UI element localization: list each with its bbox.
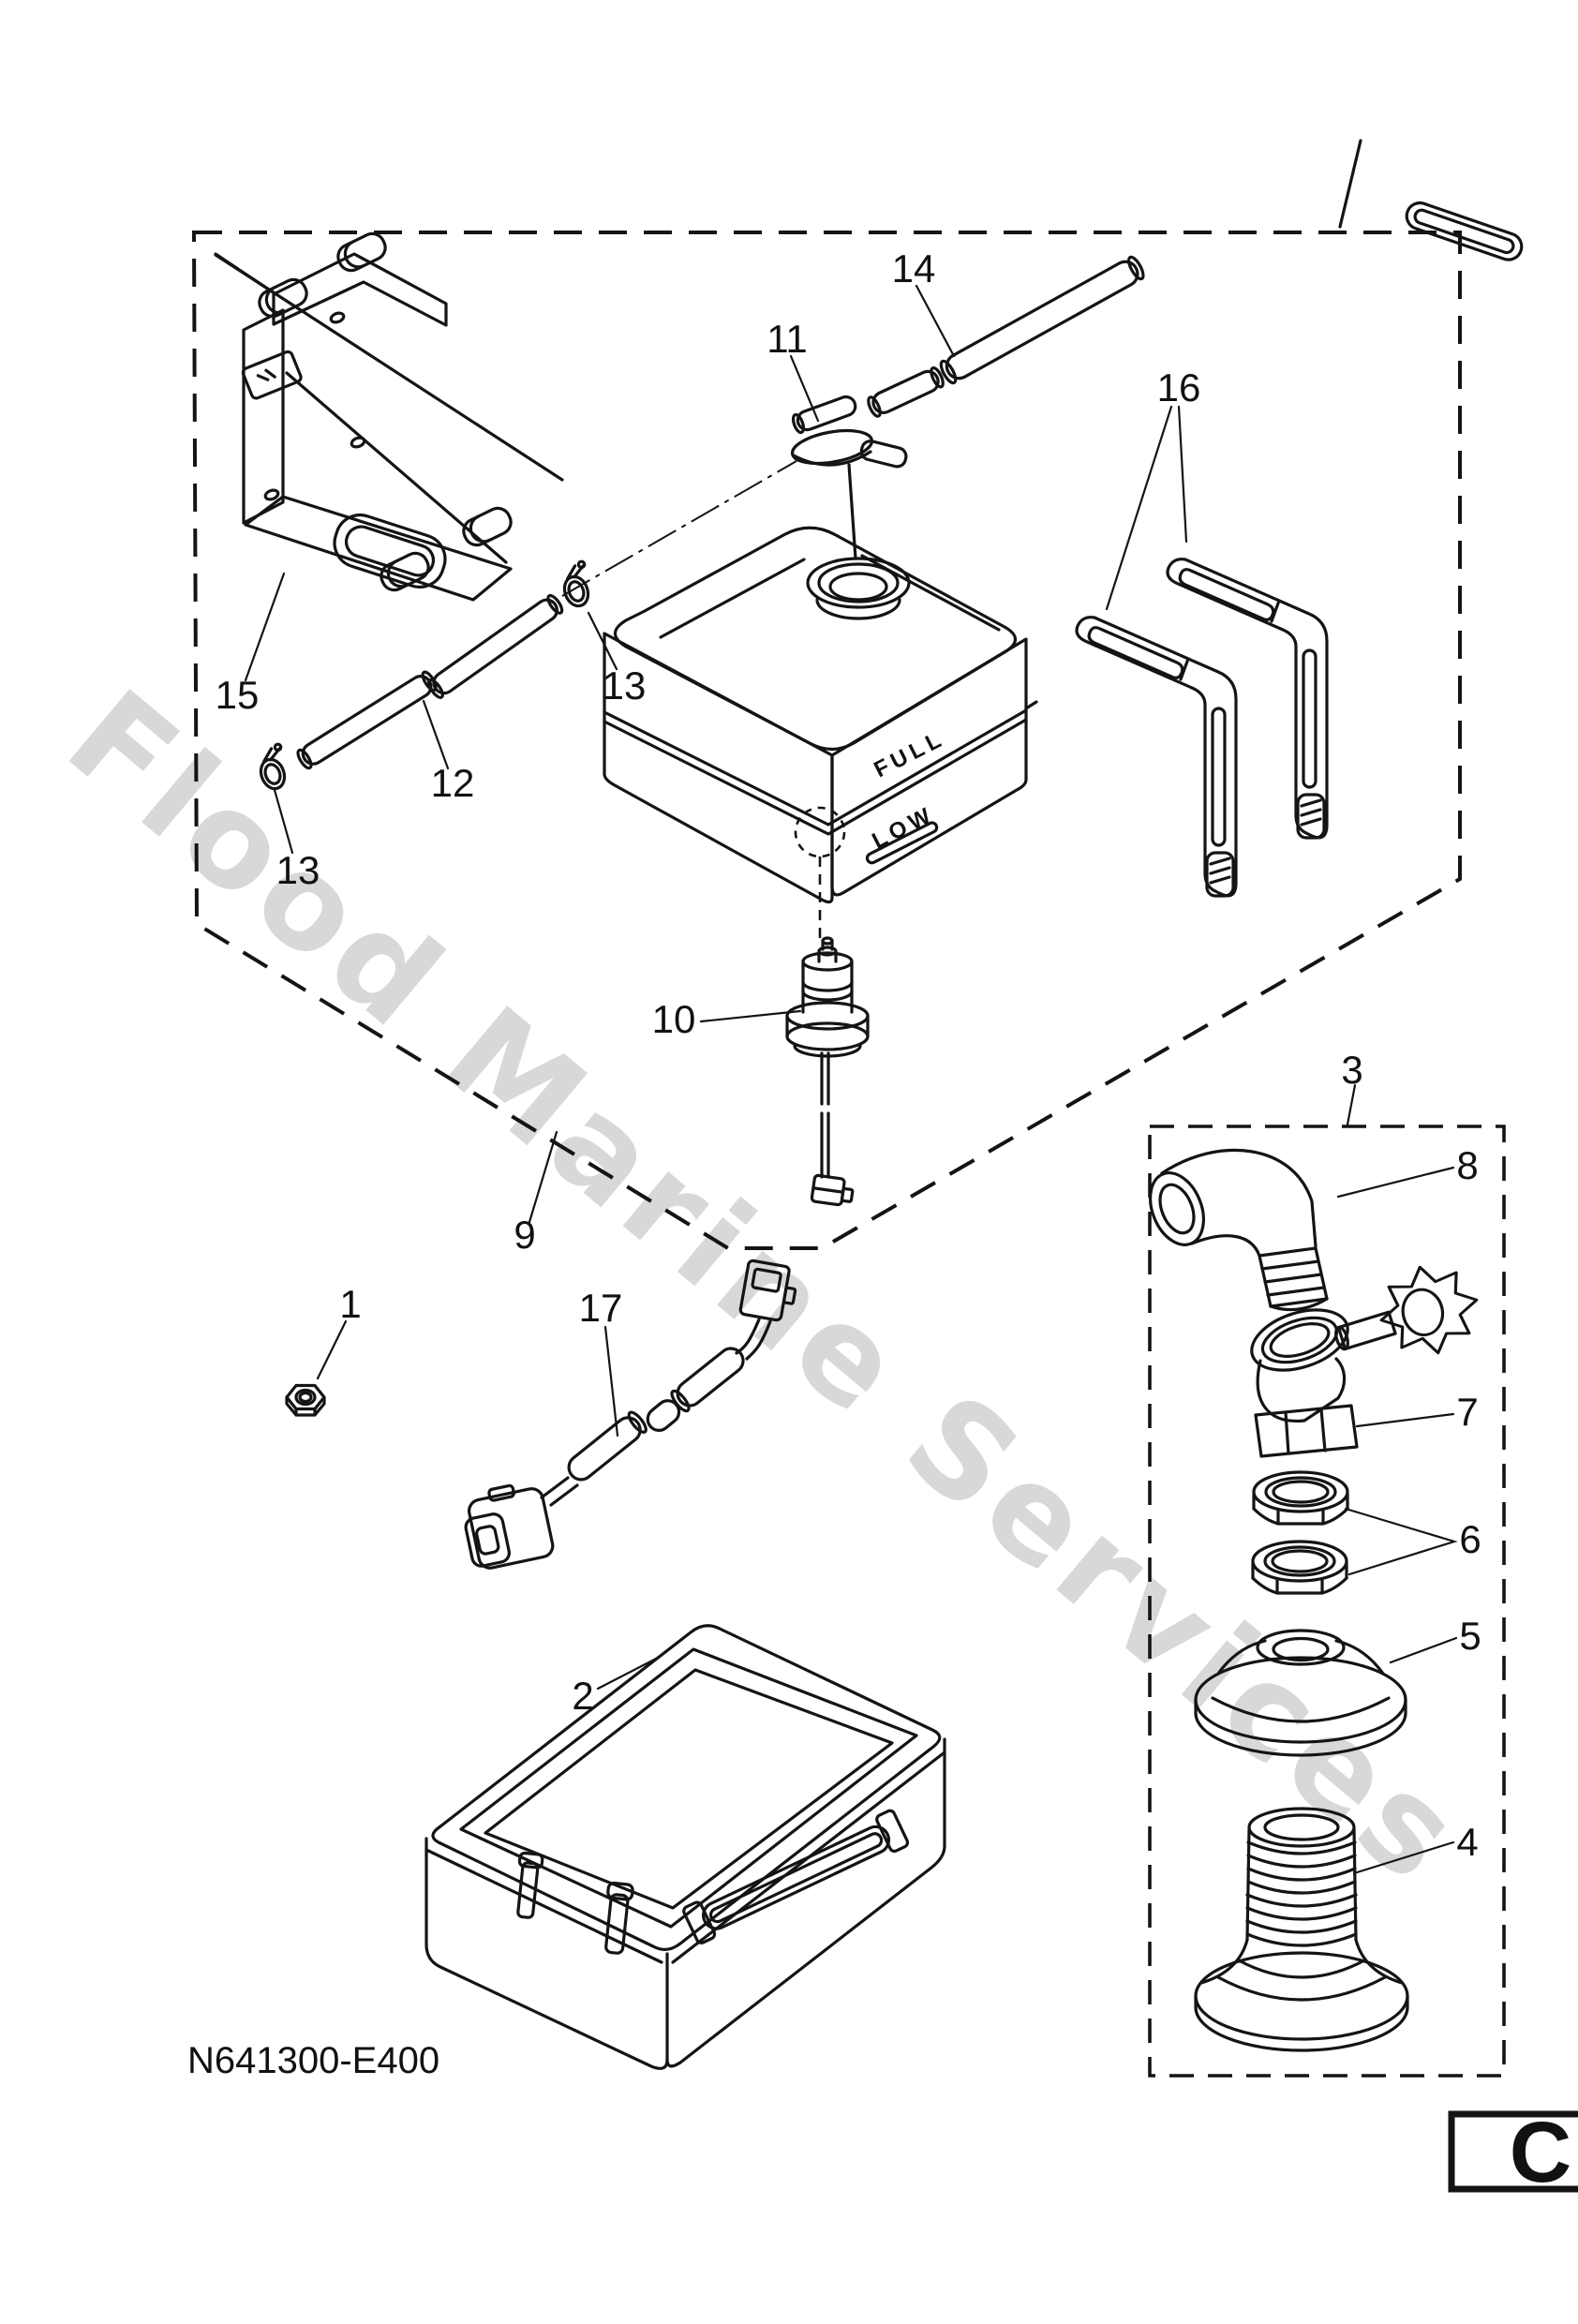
- callout-leader-lines: [244, 284, 1458, 1875]
- assembly-boundary-outline: [191, 231, 1462, 1250]
- valve-kit-boundary-outline: [1148, 1125, 1506, 2078]
- callout-4: 4: [1456, 1820, 1478, 1864]
- callout-17: 17: [579, 1286, 623, 1330]
- callout-15: 15: [216, 673, 260, 717]
- shutoff-valve: [1250, 1265, 1479, 1458]
- section-letter: C: [1510, 2105, 1571, 2200]
- strap-end-piece: [1338, 139, 1524, 261]
- tool-box-handle: [682, 1809, 910, 1944]
- filler-tube-12: [296, 670, 438, 770]
- watermark-text: Flood Marine Services: [40, 662, 1492, 1914]
- bracket-tab: [241, 350, 303, 400]
- callout-16: 16: [1157, 365, 1201, 410]
- lock-nut-upper: [1252, 1470, 1349, 1526]
- mounting-bracket: [214, 228, 564, 602]
- tank-strap-right: [1166, 558, 1329, 840]
- tank-strap-left: [1075, 616, 1238, 898]
- callout-1: 1: [339, 1282, 361, 1326]
- hex-nut: [285, 1383, 326, 1417]
- sensor-lead-harness: [464, 1259, 797, 1570]
- hose-clamp-upper: [555, 559, 600, 611]
- grommet-washer: [1194, 1629, 1407, 1757]
- through-hull-fitting: [1194, 1807, 1409, 2052]
- tool-box: [424, 1624, 946, 2070]
- callout-5: 5: [1459, 1614, 1481, 1658]
- callout-13-lower: 13: [276, 848, 320, 892]
- tank-low-underline: [865, 821, 939, 865]
- section-letter-box: C: [1448, 2105, 1578, 2200]
- callout-6: 6: [1459, 1517, 1481, 1561]
- callout-13-upper: 13: [603, 663, 647, 708]
- filler-axis-centerline: [561, 460, 797, 597]
- callout-14: 14: [892, 246, 936, 290]
- sensor-hole-hidden-circle: [794, 806, 846, 858]
- callout-11: 11: [767, 317, 808, 361]
- callout-7: 7: [1456, 1390, 1478, 1434]
- oil-tank: [603, 526, 1038, 904]
- breather-pipe-long: [939, 255, 1145, 385]
- tank-full-marking: FULL: [870, 725, 949, 782]
- callout-12: 12: [431, 761, 475, 805]
- callout-8: 8: [1456, 1143, 1478, 1187]
- callout-9: 9: [514, 1213, 535, 1257]
- callout-labels: 1 2 3 4 5 6 7 8 9 10 11 12 13 13 14 15 1…: [216, 246, 1481, 1864]
- oil-level-sensor: [785, 936, 870, 1207]
- lock-nut-lower: [1251, 1540, 1348, 1595]
- callout-3: 3: [1341, 1048, 1362, 1092]
- filler-cap: [790, 395, 908, 560]
- callout-10: 10: [652, 997, 696, 1041]
- diagram-code: N641300-E400: [187, 2040, 439, 2081]
- callout-2: 2: [572, 1674, 593, 1718]
- filler-tube-upper: [427, 593, 564, 699]
- breather-pipe-segment: [867, 365, 945, 418]
- elbow-fitting: [1149, 1148, 1329, 1312]
